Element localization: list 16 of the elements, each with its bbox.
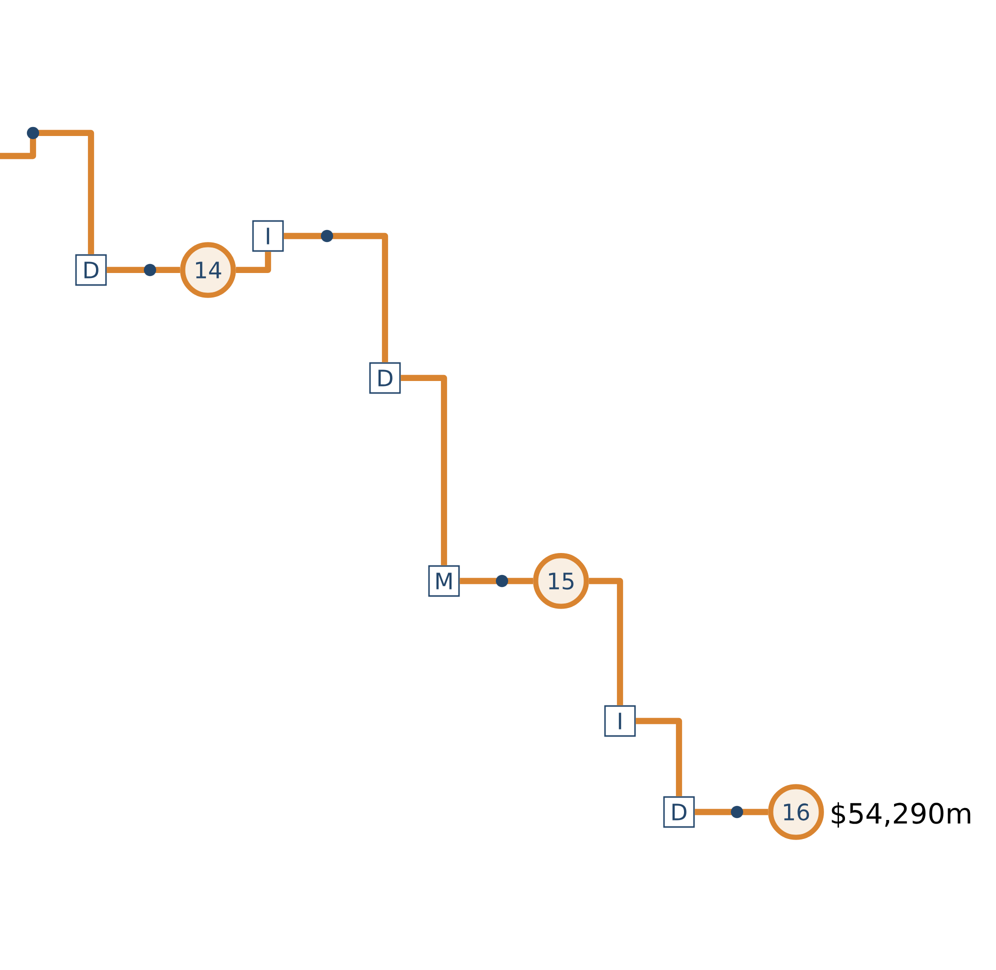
- route-line: [588, 578, 624, 706]
- letter-box: D: [663, 796, 695, 828]
- route-line: [0, 130, 94, 254]
- letter-box: D: [369, 362, 401, 394]
- letter-box: M: [428, 565, 460, 597]
- route-line: [460, 578, 534, 584]
- route-line: [106, 266, 180, 274]
- route-line: [236, 252, 272, 274]
- value-label: $54,290m: [832, 802, 970, 828]
- route-line: [694, 808, 768, 816]
- route-line: [400, 374, 448, 566]
- letter-box: D: [75, 254, 107, 286]
- letter-box: I: [252, 220, 284, 252]
- letter-box: I: [604, 705, 636, 737]
- route-line: [636, 718, 682, 796]
- route-line: [284, 232, 388, 362]
